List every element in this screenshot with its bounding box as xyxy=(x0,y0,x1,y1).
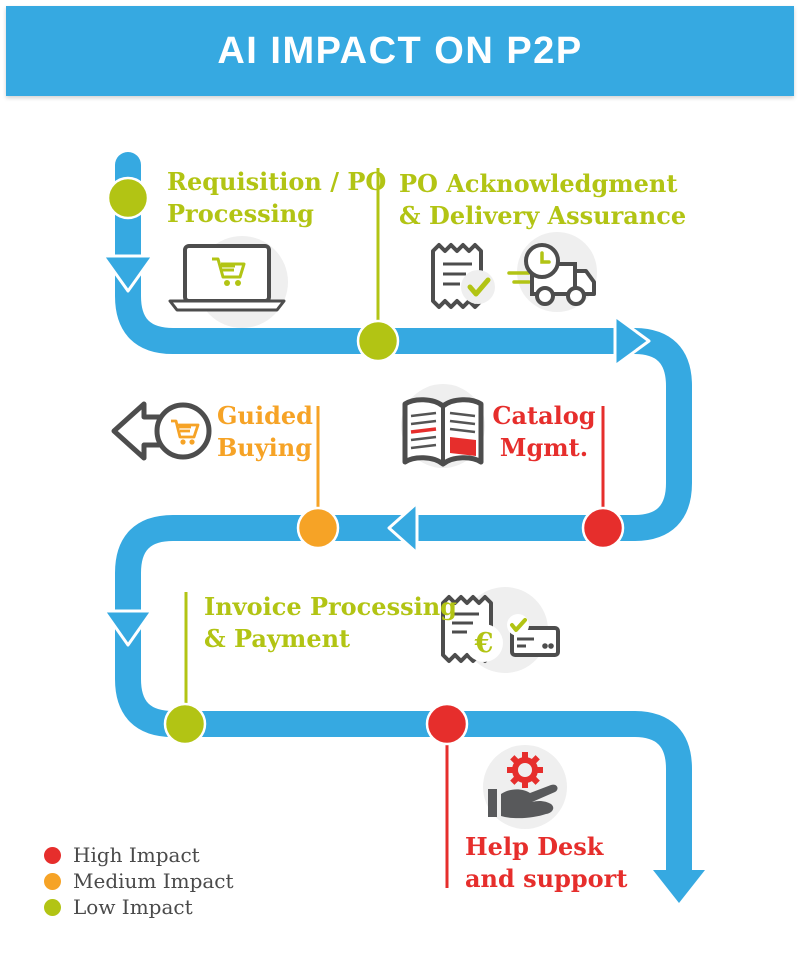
hand-gear-icon xyxy=(483,745,567,829)
medium-impact-dot-guided-buying xyxy=(296,506,340,550)
impact-legend: High Impact Medium Impact Low Impact xyxy=(44,842,234,920)
delivery-truck-clock-icon xyxy=(507,232,597,312)
credit-card-check-icon xyxy=(507,614,560,657)
stage-label-guided-buying: Guided Buying xyxy=(217,401,313,462)
arrow-down-icon xyxy=(101,254,155,293)
high-impact-dot-catalog xyxy=(581,506,625,550)
stage-label-requisition: Requisition / PO Processing xyxy=(167,167,387,228)
receipt-checkmark-icon xyxy=(431,243,495,309)
page-title: AI IMPACT ON P2P xyxy=(217,29,583,72)
stage-label-help-desk: Help Desk and support xyxy=(465,832,628,893)
high-impact-legend-dot xyxy=(44,846,61,864)
flow-end-arrow-icon xyxy=(653,870,705,903)
arrow-right-icon xyxy=(613,314,651,368)
low-impact-dot-po-ack xyxy=(356,319,400,363)
stage-label-catalog-mgmt: Catalog Mgmt. xyxy=(492,401,596,462)
arrow-down-icon xyxy=(102,609,154,647)
legend-label: Medium Impact xyxy=(73,869,234,893)
open-catalog-book-icon xyxy=(401,384,485,468)
legend-label: Low Impact xyxy=(73,895,193,919)
legend-item-low: Low Impact xyxy=(44,894,234,920)
arrow-left-icon xyxy=(387,501,419,555)
svg-text:€: € xyxy=(474,628,494,659)
low-impact-dot-invoice xyxy=(163,702,207,746)
low-impact-dot-requisition xyxy=(106,176,150,220)
header-banner: AI IMPACT ON P2P xyxy=(6,6,794,96)
low-impact-legend-dot xyxy=(44,898,61,916)
laptop-shopping-cart-icon xyxy=(168,236,288,328)
left-arrow-shopping-cart-icon xyxy=(111,401,212,461)
legend-item-medium: Medium Impact xyxy=(44,868,234,894)
stage-label-invoice-processing: Invoice Processing & Payment xyxy=(204,592,457,653)
medium-impact-legend-dot xyxy=(44,872,61,890)
stage-label-po-acknowledgment: PO Acknowledgment & Delivery Assurance xyxy=(399,169,687,230)
legend-label: High Impact xyxy=(73,843,200,867)
legend-item-high: High Impact xyxy=(44,842,234,868)
high-impact-dot-help-desk xyxy=(425,702,469,746)
